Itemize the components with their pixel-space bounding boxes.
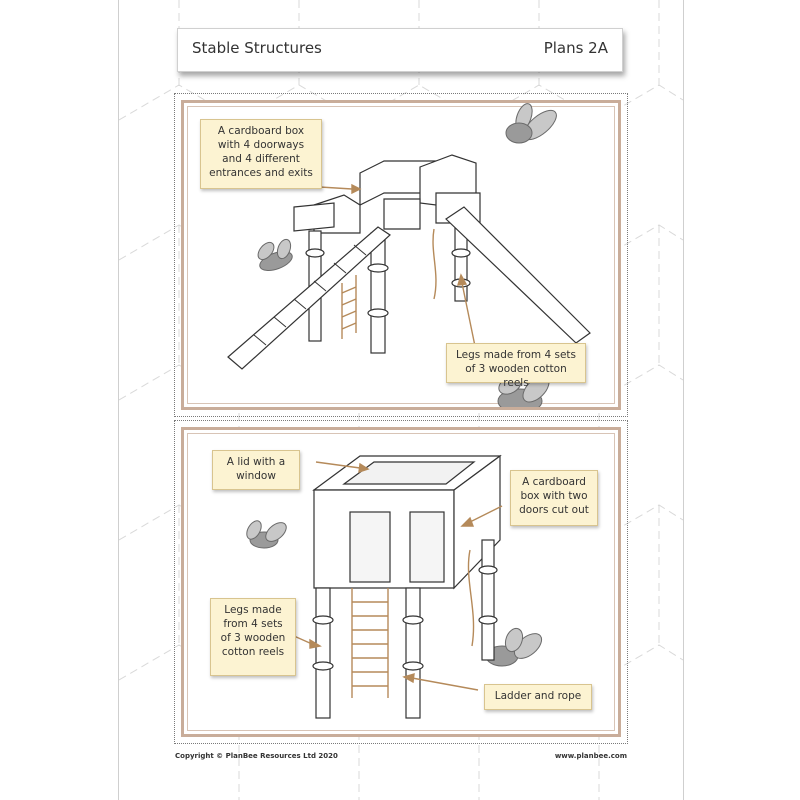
label-legs: Legs made from 4 sets of 3 wooden cotton…	[446, 343, 586, 389]
title-bar: Stable Structures Plans 2A	[177, 28, 623, 72]
worksheet-page: Stable Structures Plans 2A	[118, 0, 684, 800]
label-cardboard-box-two-doors: A cardboard box with two doors cut out	[510, 470, 598, 526]
label-ladder-and-rope: Ladder and rope	[484, 684, 592, 710]
panel-bottom: A lid with a window A cardboard box with…	[174, 420, 628, 744]
stable-drawing-bottom	[246, 454, 543, 719]
panel-top-frame: A cardboard box with 4 doorways and 4 di…	[181, 100, 621, 410]
bee-icon	[257, 238, 293, 272]
bee-icon	[246, 520, 287, 549]
label-legs: Legs made from 4 sets of 3 wooden cotton…	[210, 598, 296, 676]
panel-bottom-frame: A lid with a window A cardboard box with…	[181, 427, 621, 737]
website-text: www.planbee.com	[554, 752, 627, 760]
page-title: Stable Structures	[192, 39, 322, 57]
panel-top: A cardboard box with 4 doorways and 4 di…	[174, 93, 628, 417]
label-lid: A lid with a window	[212, 450, 300, 490]
label-cardboard-box: A cardboard box with 4 doorways and 4 di…	[200, 119, 322, 189]
bee-icon	[485, 627, 543, 667]
copyright-text: Copyright © PlanBee Resources Ltd 2020	[175, 752, 338, 760]
bee-icon	[505, 103, 557, 144]
stable-drawing-top	[227, 103, 591, 407]
plan-label: Plans 2A	[543, 39, 608, 57]
